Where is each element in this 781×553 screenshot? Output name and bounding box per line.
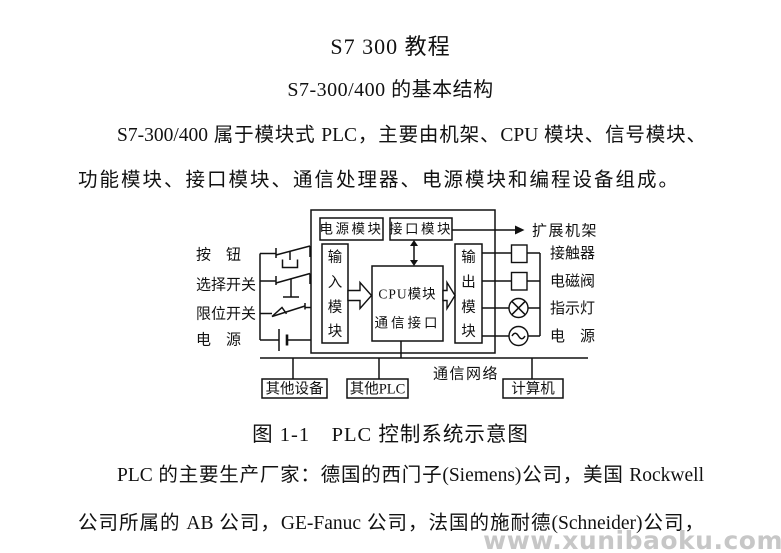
expansion-rack-label: 扩展机架 <box>532 223 598 240</box>
power-module-label: 电源模块 <box>320 222 384 237</box>
output-module-char: 输 <box>461 249 476 266</box>
input-module-char: 模 <box>328 299 343 316</box>
label-push-button: 按 钮 <box>196 247 241 264</box>
expansion-rack-arrow <box>452 225 525 235</box>
paragraph1-line2: 功能模块、接口模块、通信处理器、电源模块和编程设备组成。 <box>78 170 681 191</box>
page-subtitle: S7-300/400 的基本结构 <box>287 79 494 101</box>
input-module-char: 块 <box>328 323 343 340</box>
solenoid-valve-symbol <box>510 271 528 291</box>
other-devices-box <box>261 378 328 399</box>
network-bus <box>260 341 588 379</box>
plc-system-diagram: 按 钮 选择开关 限位开关 电 源 电源模块 接口模块 扩展机架 输 入 模 块 <box>196 209 598 399</box>
figure-caption: 图 1-1 PLC 控制系统示意图 <box>252 424 529 446</box>
label-limit-switch: 限位开关 <box>196 306 256 323</box>
other-plc-box <box>346 378 409 399</box>
comm-interface-label: 通信接口 <box>375 315 441 331</box>
label-solenoid-valve: 电磁阀 <box>550 273 595 290</box>
input-module-char: 入 <box>328 275 343 291</box>
cpu-module-label: CPU模块 <box>378 287 436 302</box>
other-devices-label: 其他设备 <box>266 381 324 398</box>
computer-label: 计算机 <box>511 381 555 398</box>
power-module-box <box>319 217 384 241</box>
interface-module-box <box>389 217 453 241</box>
label-selector-switch: 选择开关 <box>196 277 256 294</box>
output-module-char: 模 <box>461 299 476 316</box>
contactor-symbol <box>510 244 528 264</box>
other-plc-label: 其他PLC <box>350 381 406 398</box>
paragraph2-line2: 公司所属的 AB 公司，GE-Fanuc 公司，法国的施耐德(Schneider… <box>78 513 704 534</box>
interface-cpu-arrow <box>410 240 418 266</box>
output-module-char: 出 <box>461 274 476 291</box>
computer-box <box>502 378 564 399</box>
ac-power-symbol <box>508 325 529 347</box>
paragraph2-line1: PLC 的主要生产厂家：德国的西门子(Siemens)公司，美国 Rockwel… <box>117 465 704 486</box>
paragraph1-line1: S7-300/400 属于模块式 PLC，主要由机架、CPU 模块、信号模块、 <box>117 125 706 146</box>
output-module-box <box>454 243 483 344</box>
label-contactor: 接触器 <box>550 245 595 262</box>
cpu-to-output-arrow <box>442 280 456 311</box>
comm-network-label: 通信网络 <box>433 366 499 383</box>
page-title: S7 300 教程 <box>330 34 451 59</box>
output-module-char: 块 <box>461 323 476 340</box>
indicator-lamp-symbol <box>508 297 529 319</box>
output-wiring <box>482 244 541 347</box>
label-indicator-lamp: 指示灯 <box>550 300 595 317</box>
interface-module-label: 接口模块 <box>389 221 453 237</box>
label-power-input: 电 源 <box>196 332 241 349</box>
input-to-cpu-arrow <box>347 280 373 311</box>
cpu-module-box <box>371 265 444 342</box>
label-power-output: 电 源 <box>550 328 595 345</box>
watermark: www.xunibaoku.com <box>483 526 781 553</box>
input-module-char: 输 <box>328 249 343 266</box>
